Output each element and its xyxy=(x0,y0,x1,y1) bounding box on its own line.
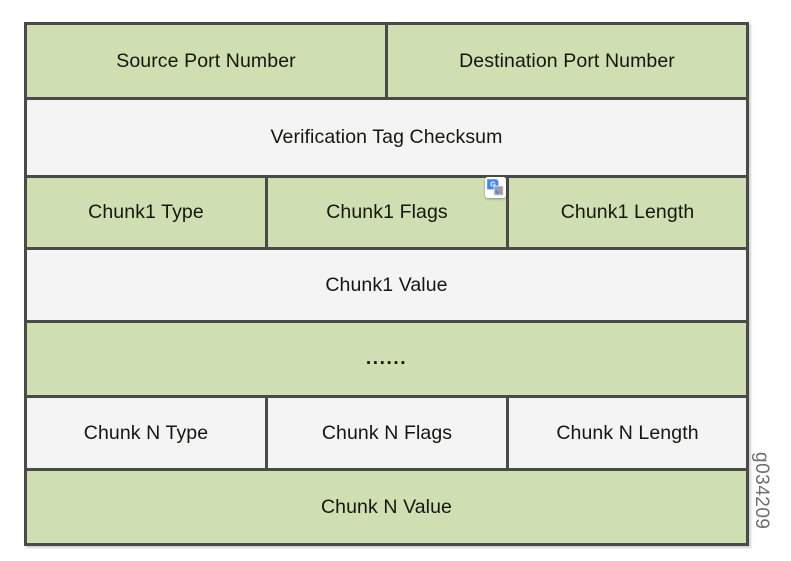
cell-chunkn-length: Chunk N Length xyxy=(509,398,746,468)
cell-ellipsis: ...... xyxy=(27,323,746,395)
table-row-chunk1-header: Chunk1 Type Chunk1 Flags Chunk1 Length xyxy=(27,178,746,247)
figure-id-label: g034209 xyxy=(751,452,774,552)
table-row-chunkn-value: Chunk N Value xyxy=(27,471,746,543)
cell-chunk1-type: Chunk1 Type xyxy=(27,178,265,247)
google-translate-glyph: G xyxy=(485,177,506,198)
cell-chunk1-value: Chunk1 Value xyxy=(27,250,746,320)
cell-chunkn-type: Chunk N Type xyxy=(27,398,265,468)
cell-chunkn-flags: Chunk N Flags xyxy=(268,398,506,468)
google-translate-icon[interactable]: G xyxy=(485,177,506,198)
cell-chunk1-length: Chunk1 Length xyxy=(509,178,746,247)
table-row-ellipsis: ...... xyxy=(27,323,746,395)
table-row-ports: Source Port Number Destination Port Numb… xyxy=(27,25,746,97)
figure-id-text: g034209 xyxy=(751,452,772,530)
cell-verification-tag-checksum: Verification Tag Checksum xyxy=(27,100,746,175)
cell-chunk1-flags: Chunk1 Flags xyxy=(268,178,506,247)
svg-text:G: G xyxy=(490,180,496,189)
packet-format-table: Source Port Number Destination Port Numb… xyxy=(24,22,749,546)
table-row-chunk1-value: Chunk1 Value xyxy=(27,250,746,320)
cell-destination-port-number: Destination Port Number xyxy=(388,25,746,97)
cell-chunkn-value: Chunk N Value xyxy=(27,471,746,543)
cell-source-port-number: Source Port Number xyxy=(27,25,385,97)
table-row-chunkn-header: Chunk N Type Chunk N Flags Chunk N Lengt… xyxy=(27,398,746,468)
table-row-verification: Verification Tag Checksum xyxy=(27,100,746,175)
